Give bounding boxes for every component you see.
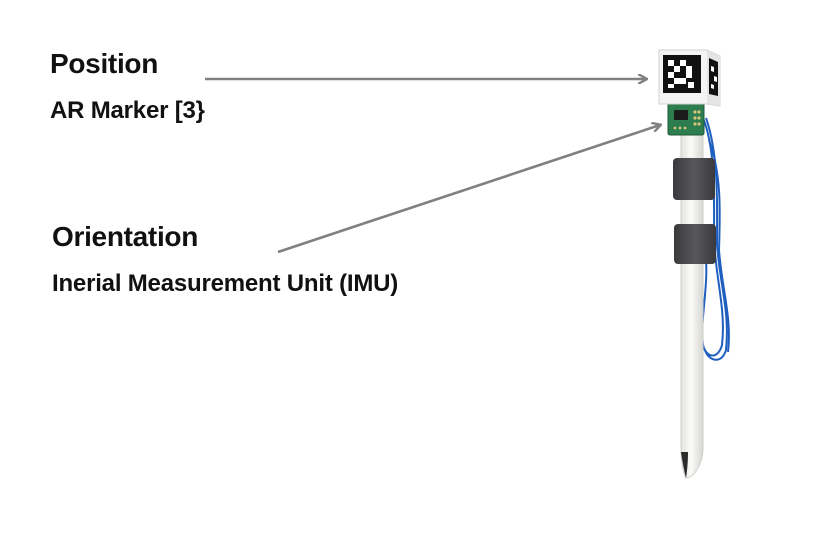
upper-strap (673, 158, 715, 200)
ar-marker-cube (658, 49, 721, 107)
ar-marker-caption: AR Marker [3} (50, 97, 205, 124)
orientation-heading: Orientation (52, 221, 199, 252)
pen-tip (681, 452, 688, 478)
pen-body (680, 131, 704, 479)
lower-strap (674, 224, 716, 264)
arrow-up-right-icon (277, 125, 660, 254)
imu-chip (674, 110, 688, 120)
position-heading: Position (50, 48, 159, 79)
imu-pads (673, 110, 701, 130)
imu-caption: Inerial Measurement Unit (IMU) (52, 270, 399, 297)
